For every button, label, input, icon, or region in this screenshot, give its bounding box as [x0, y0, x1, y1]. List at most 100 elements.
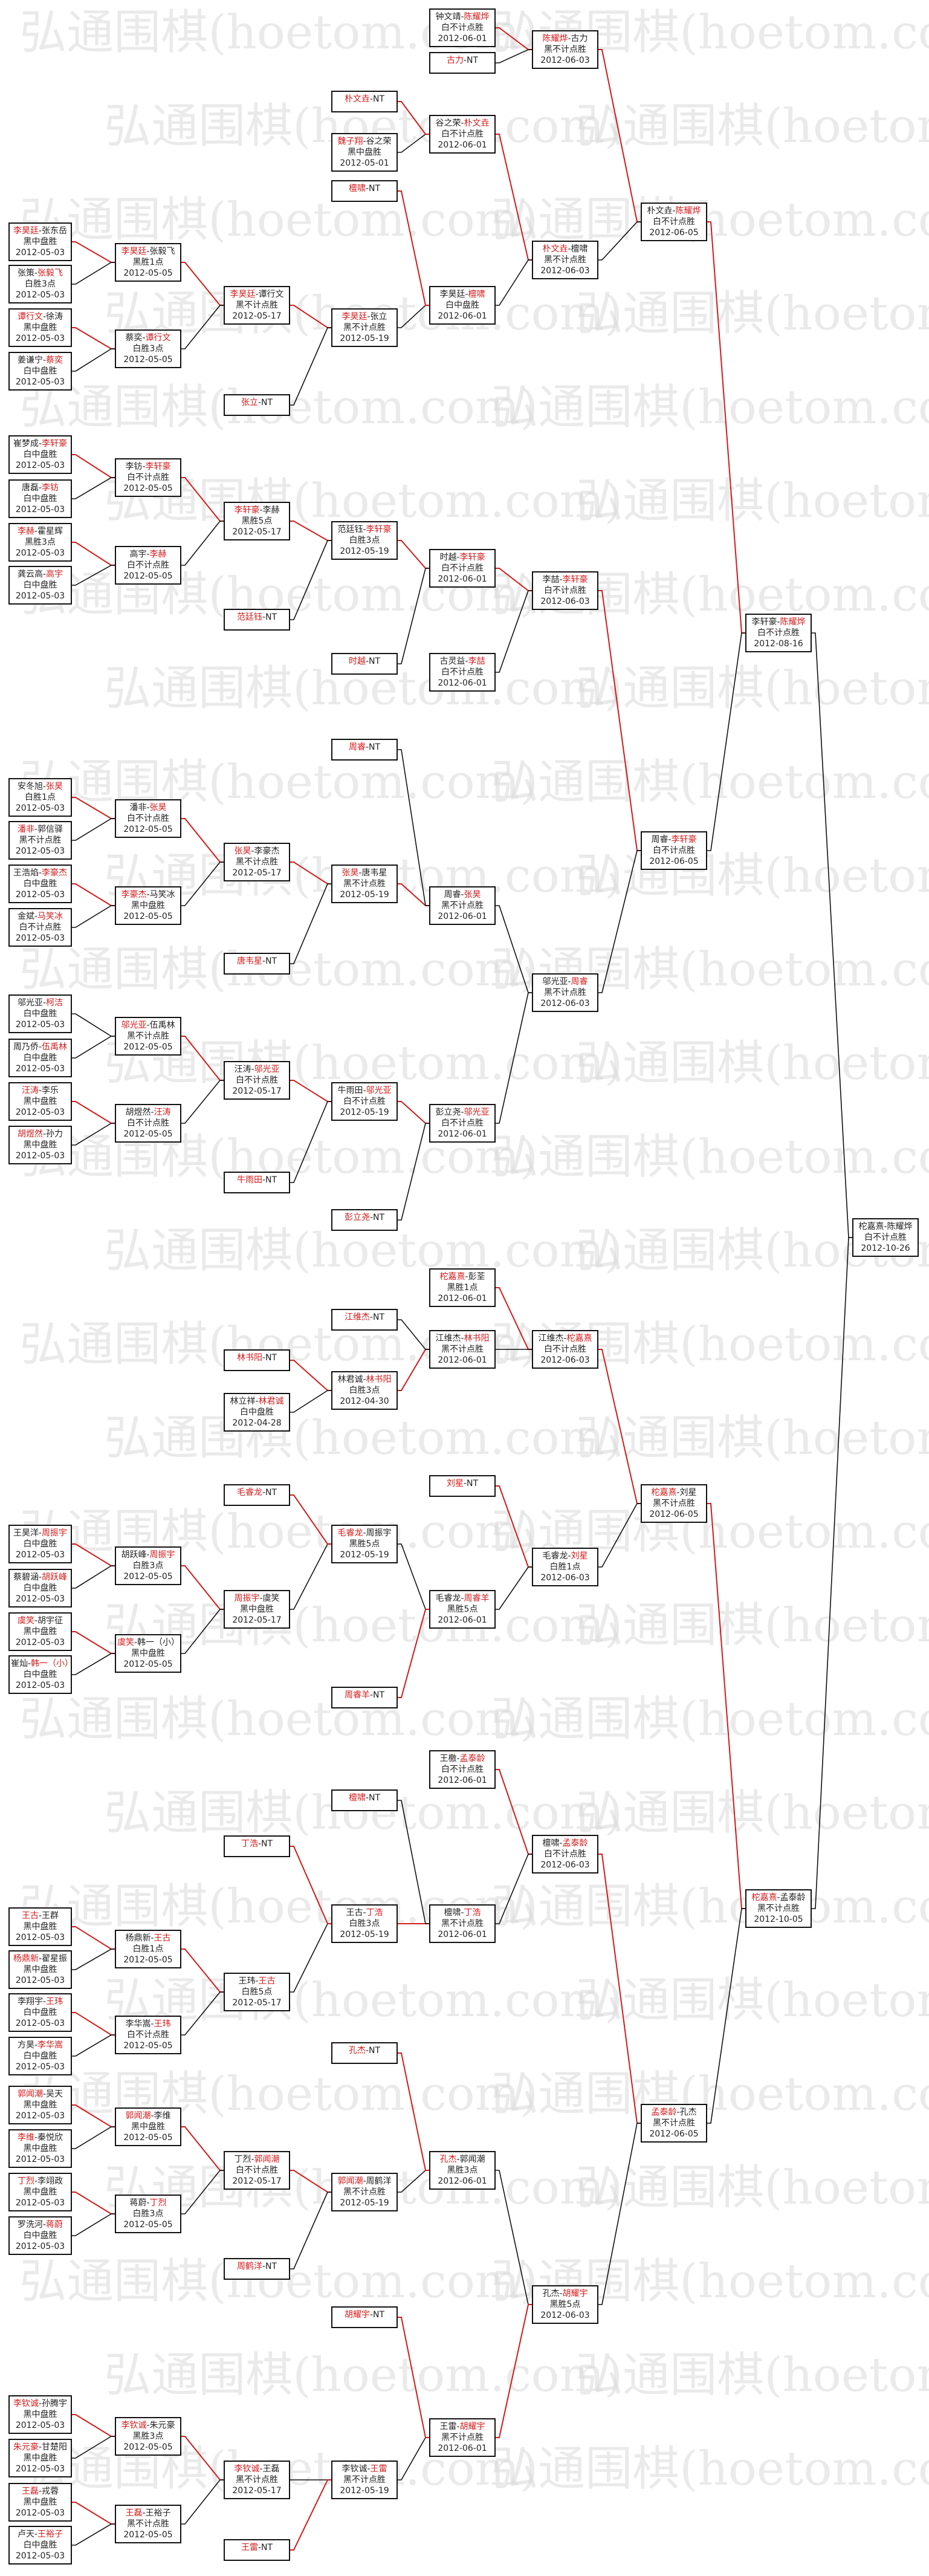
match-box[interactable]: 周鹤洋-NT	[224, 2258, 290, 2280]
match-box[interactable]: 唐韦星-NT	[224, 953, 290, 975]
match-box[interactable]: 时越-NT	[331, 653, 398, 675]
match-box[interactable]: 林书阳-NT	[224, 1349, 290, 1371]
match-box[interactable]: 牛雨田-NT	[224, 1172, 290, 1193]
match-box[interactable]: 毛睿龙-NT	[224, 1484, 290, 1506]
match-box[interactable]: 古力-NT	[429, 52, 496, 74]
match-box[interactable]: 丁浩-NT	[224, 1835, 290, 1857]
match-box[interactable]: 周睿羊-NT	[331, 1687, 398, 1708]
match-box[interactable]: 檀啸-NT	[331, 180, 398, 202]
match-box[interactable]: 周睿-NT	[331, 739, 398, 761]
match-box[interactable]: 江维杰-NT	[331, 1309, 398, 1331]
match-box[interactable]: 彭立尧-NT	[331, 1209, 398, 1231]
match-box[interactable]: 刘星-NT	[429, 1475, 496, 1497]
match-box[interactable]: 张立-NT	[224, 394, 290, 416]
match-box[interactable]: 胡耀宇-NT	[331, 2306, 398, 2328]
match-box[interactable]: 朴文垚-NT	[331, 91, 398, 112]
match-box[interactable]: 檀啸-NT	[331, 1789, 398, 1811]
match-box[interactable]: 孔杰-NT	[331, 2042, 398, 2064]
